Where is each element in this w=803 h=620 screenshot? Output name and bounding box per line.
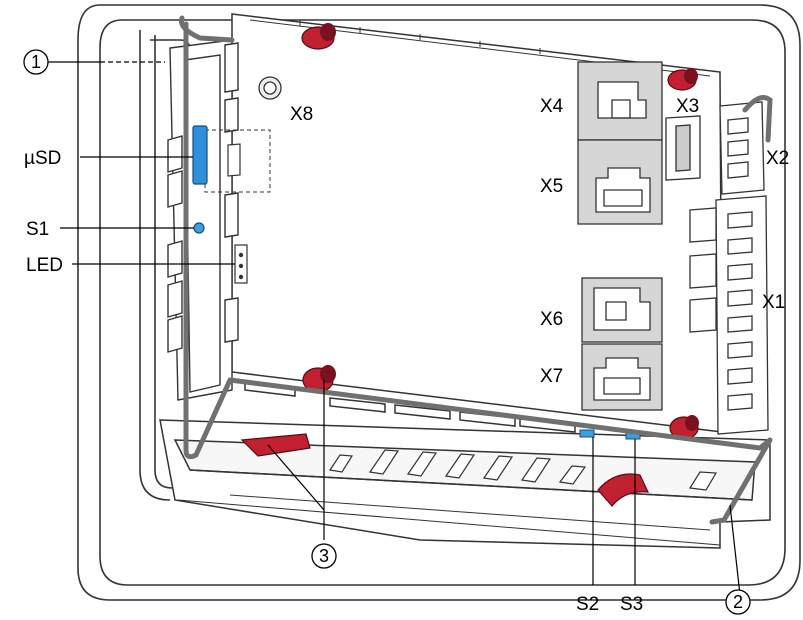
sd-slot-inner [227, 143, 241, 177]
label-x8: X8 [290, 104, 313, 125]
callout-1: 1 [23, 49, 49, 75]
screw-bottom-left [302, 365, 336, 393]
s1-button [193, 222, 205, 234]
wire-clip [178, 15, 773, 525]
usd-card [192, 125, 208, 185]
label-x6: X6 [540, 309, 563, 330]
port-x4 [577, 61, 663, 141]
label-s2: S2 [576, 594, 599, 615]
screw-top-left [301, 23, 336, 50]
x1-terminal [689, 195, 769, 435]
x8-connector [258, 76, 282, 100]
leader-lines [48, 61, 741, 596]
label-x4: X4 [540, 96, 564, 117]
label-usd: µSD [24, 148, 61, 169]
callout-2: 2 [725, 589, 751, 615]
x3-connector [665, 115, 701, 181]
screw-top-right [667, 68, 698, 91]
wire-clip-right [742, 95, 773, 143]
label-led: LED [26, 255, 63, 276]
label-x2: X2 [766, 148, 789, 169]
x2-terminal [719, 101, 765, 195]
label-x5: X5 [540, 176, 563, 197]
callout-1-number: 1 [31, 52, 41, 72]
label-x7: X7 [540, 366, 563, 387]
label-x1: X1 [762, 292, 785, 313]
port-x7 [581, 343, 663, 411]
label-x3: X3 [676, 96, 699, 117]
s2-switch [579, 429, 595, 438]
port-x5 [577, 139, 663, 225]
port-x6 [581, 277, 663, 343]
left-rail [167, 39, 239, 401]
callout-2-number: 2 [733, 592, 743, 612]
tray-slots [328, 449, 718, 491]
led-block [234, 244, 248, 284]
label-s3: S3 [620, 594, 643, 615]
callout-3: 3 [311, 543, 337, 569]
label-s1: S1 [26, 219, 49, 240]
callout-3-number: 3 [319, 546, 329, 566]
latch-left [240, 433, 311, 457]
